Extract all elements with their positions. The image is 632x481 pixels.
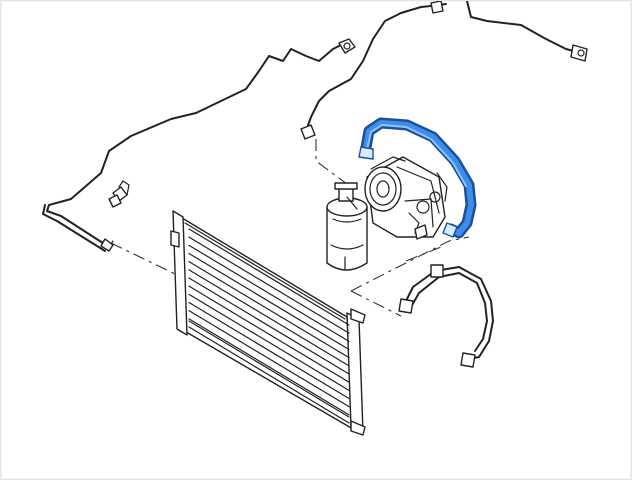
condenser-fin <box>188 301 350 400</box>
upper-pipe-left <box>42 38 356 252</box>
condenser-fin <box>188 244 350 342</box>
condenser-fin <box>188 269 350 367</box>
condenser-fins <box>188 228 350 424</box>
condenser-fin <box>188 285 350 383</box>
compressor <box>364 156 448 240</box>
condenser-fin <box>188 293 350 391</box>
condenser-fin <box>188 236 350 334</box>
condenser-fin <box>188 261 350 359</box>
condenser-fin <box>188 277 350 375</box>
upper-pipe-right <box>300 1 588 140</box>
lower-hose <box>398 264 494 368</box>
condenser-fin <box>188 318 350 416</box>
receiver-drier <box>326 182 368 271</box>
drain-valve <box>108 180 130 208</box>
condenser-fin <box>188 326 350 424</box>
condenser-fin <box>188 228 350 326</box>
condenser-fin <box>188 310 350 408</box>
highlighted-hose <box>358 117 477 239</box>
condenser-fin <box>188 252 350 351</box>
condenser <box>170 210 366 436</box>
